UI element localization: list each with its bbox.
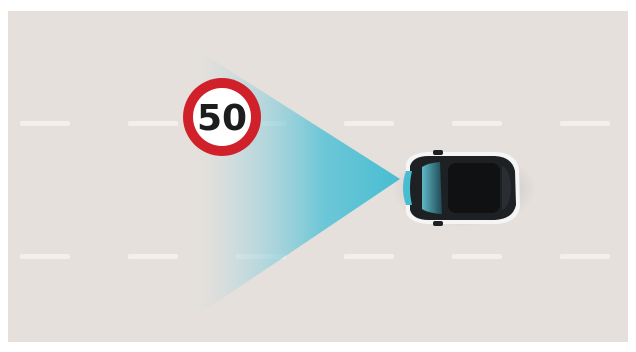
car-left-mirror: [433, 150, 443, 155]
road-surface: 50: [8, 11, 628, 342]
speed-limit-sign: 50: [183, 78, 261, 156]
car: [392, 150, 536, 227]
car-roof: [448, 163, 500, 213]
car-windshield: [422, 162, 442, 214]
car-right-mirror: [433, 221, 443, 226]
road-scene: 50: [8, 11, 628, 342]
speed-limit-value: 50: [197, 98, 247, 139]
